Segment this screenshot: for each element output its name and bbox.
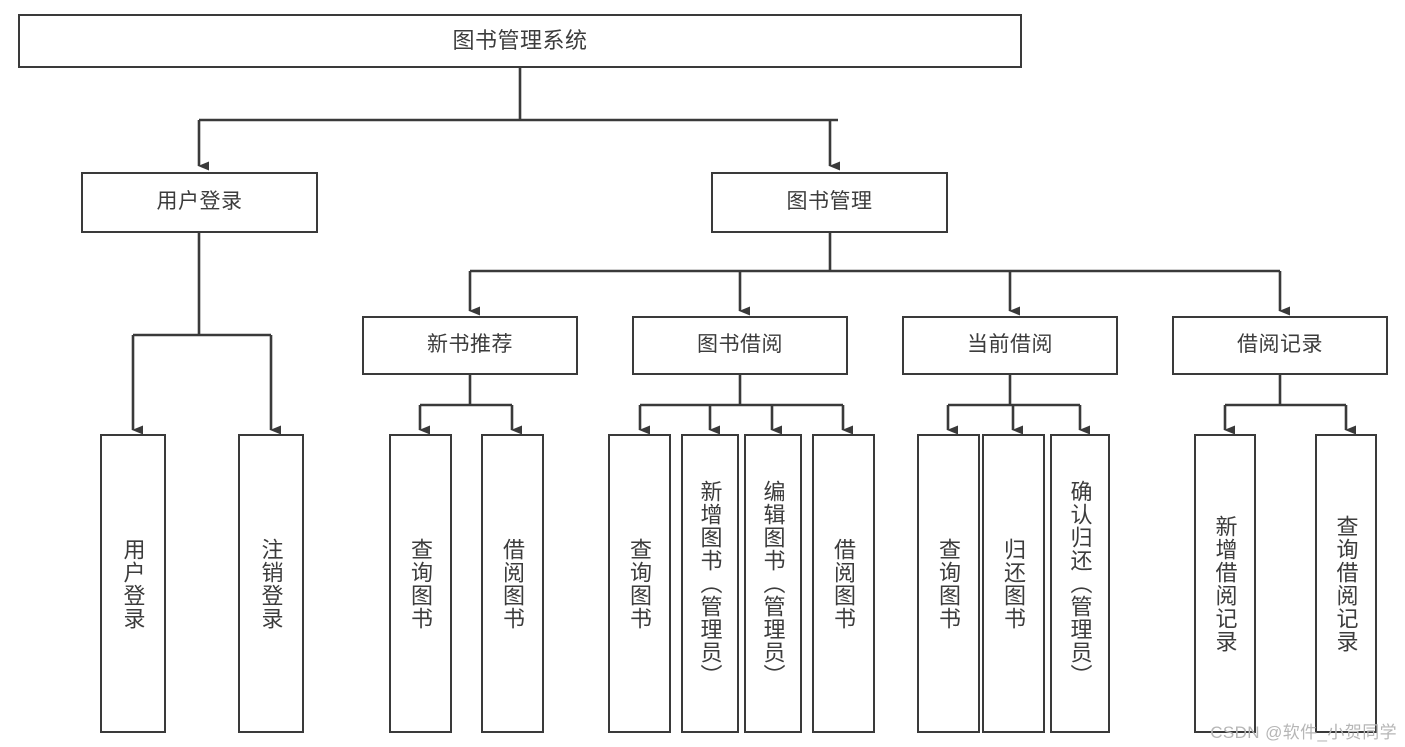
node-book-manage[interactable]: 图书管理 bbox=[711, 172, 948, 233]
node-user-login[interactable]: 用户登录 bbox=[81, 172, 318, 233]
watermark-text: CSDN @软件_小贺同学 bbox=[1210, 723, 1397, 742]
node-new-book-recommend[interactable]: 新书推荐 bbox=[362, 316, 578, 375]
leaf-add-borrow-record[interactable]: 新增借阅记录 bbox=[1194, 434, 1256, 733]
leaf-add-book-admin[interactable]: 新增图书（管理员） bbox=[681, 434, 739, 733]
leaf-query-book-new-recommend[interactable]: 查询图书 bbox=[389, 434, 452, 733]
leaf-borrow-book-new-recommend[interactable]: 借阅图书 bbox=[481, 434, 544, 733]
leaf-query-book-borrow[interactable]: 查询图书 bbox=[608, 434, 671, 733]
node-current-borrow[interactable]: 当前借阅 bbox=[902, 316, 1118, 375]
node-label: 查询图书 bbox=[627, 537, 653, 630]
node-label: 当前借阅 bbox=[967, 333, 1053, 357]
node-label: 用户登录 bbox=[120, 537, 146, 630]
node-label: 图书管理系统 bbox=[452, 28, 588, 54]
leaf-query-borrow-record[interactable]: 查询借阅记录 bbox=[1315, 434, 1377, 733]
node-label: 新增图书（管理员） bbox=[697, 480, 723, 687]
node-borrow-record[interactable]: 借阅记录 bbox=[1172, 316, 1388, 375]
leaf-borrow-book-borrow[interactable]: 借阅图书 bbox=[812, 434, 875, 733]
node-label: 借阅图书 bbox=[831, 537, 857, 630]
node-label: 查询借阅记录 bbox=[1333, 514, 1359, 653]
node-label: 注销登录 bbox=[258, 537, 284, 630]
leaf-confirm-return-admin[interactable]: 确认归还（管理员） bbox=[1050, 434, 1110, 733]
node-label: 图书借阅 bbox=[697, 333, 783, 357]
node-label: 新增借阅记录 bbox=[1212, 514, 1238, 653]
node-label: 新书推荐 bbox=[427, 333, 513, 357]
leaf-query-book-current[interactable]: 查询图书 bbox=[917, 434, 980, 733]
node-label: 确认归还（管理员） bbox=[1067, 480, 1093, 687]
leaf-edit-book-admin[interactable]: 编辑图书（管理员） bbox=[744, 434, 802, 733]
node-label: 查询图书 bbox=[936, 537, 962, 630]
node-book-borrow[interactable]: 图书借阅 bbox=[632, 316, 848, 375]
node-label: 编辑图书（管理员） bbox=[760, 480, 786, 687]
leaf-return-book[interactable]: 归还图书 bbox=[982, 434, 1045, 733]
node-label: 查询图书 bbox=[408, 537, 434, 630]
node-label: 归还图书 bbox=[1001, 537, 1027, 630]
node-label: 借阅图书 bbox=[500, 537, 526, 630]
node-label: 借阅记录 bbox=[1237, 333, 1323, 357]
node-root-book-management-system[interactable]: 图书管理系统 bbox=[18, 14, 1022, 68]
leaf-logout-login[interactable]: 注销登录 bbox=[238, 434, 304, 733]
node-label: 用户登录 bbox=[156, 190, 243, 214]
node-label: 图书管理 bbox=[786, 190, 873, 214]
leaf-user-login[interactable]: 用户登录 bbox=[100, 434, 166, 733]
